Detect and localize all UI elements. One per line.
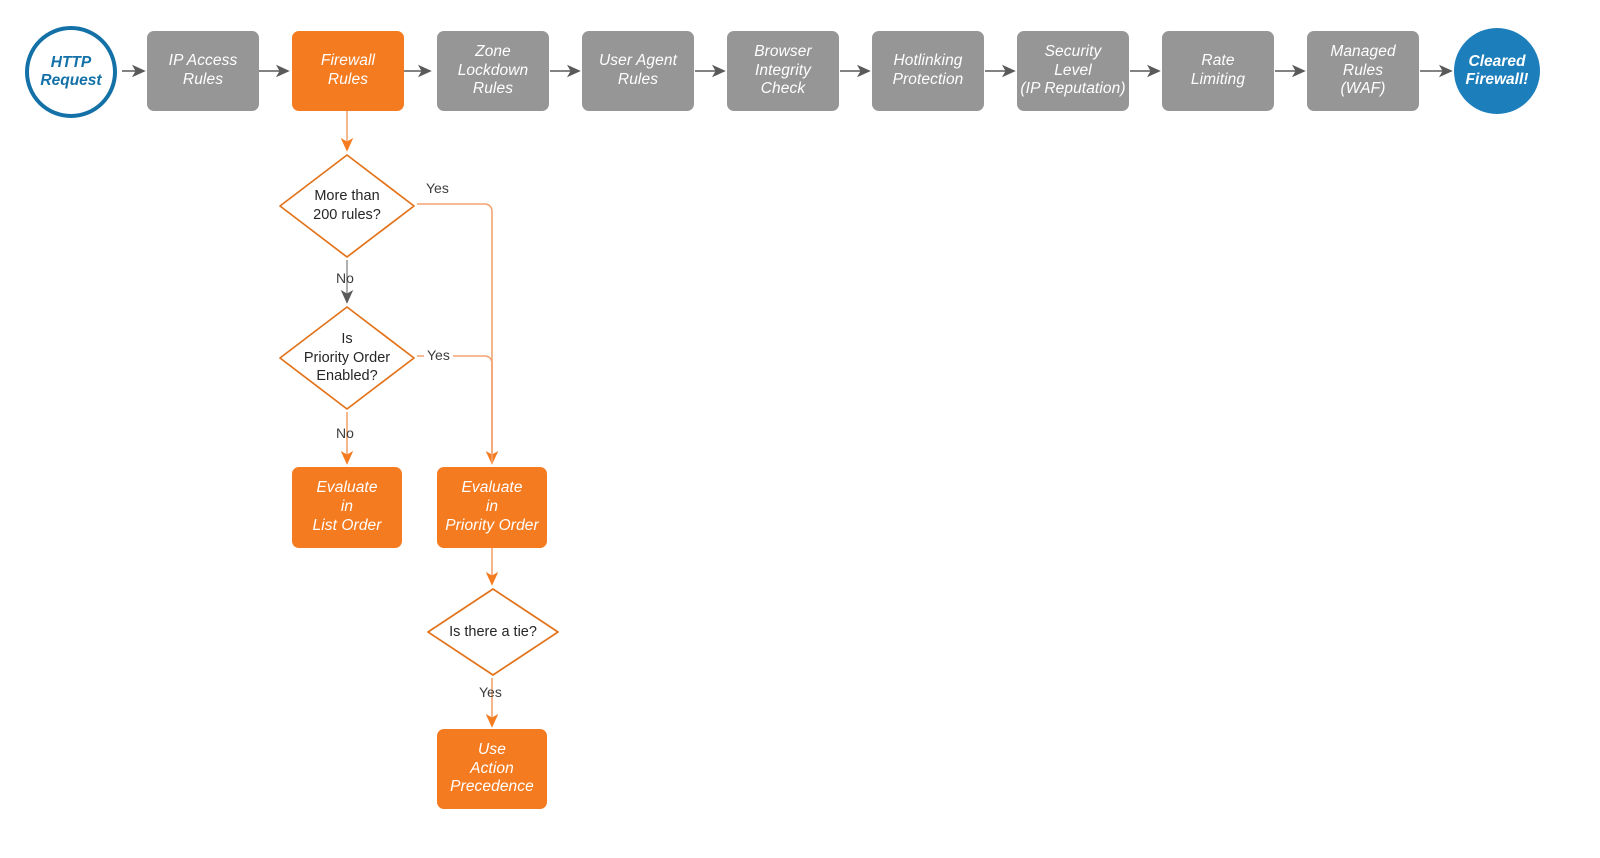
decision-is-there-a-tie[interactable]: Is there a tie?: [425, 586, 561, 678]
node-user-agent-rules-label: User Agent Rules: [599, 52, 677, 88]
node-managed-rules-waf-label: Managed Rules (WAF): [1330, 42, 1396, 98]
edge-decision1-yes-to-priorityorder: [417, 203, 499, 465]
node-http-request-label: HTTP Request: [40, 53, 102, 89]
node-cleared-firewall[interactable]: Cleared Firewall!: [1454, 28, 1540, 114]
decision-more-than-200-rules[interactable]: More than 200 rules?: [277, 152, 417, 260]
decision-more-than-200-rules-label: More than 200 rules?: [313, 188, 381, 223]
edge-label-priority-no: No: [336, 425, 354, 441]
node-firewall-rules-label: Firewall Rules: [320, 52, 376, 88]
node-security-level-label: Security Level (IP Reputation): [1020, 42, 1126, 98]
decision-is-priority-order-enabled[interactable]: Is Priority Order Enabled?: [277, 304, 417, 412]
decision-is-there-a-tie-label: Is there a tie?: [449, 623, 537, 640]
node-cleared-firewall-label: Cleared Firewall!: [1465, 52, 1529, 88]
node-use-action-precedence-label: Use Action Precedence: [450, 740, 534, 796]
edge-label-priority-yes: Yes: [424, 347, 453, 363]
node-firewall-rules[interactable]: Firewall Rules: [292, 31, 404, 111]
node-rate-limiting-label: Rate Limiting: [1190, 52, 1246, 88]
diamond-shape: [279, 154, 415, 258]
edge-label-more-rules-no: No: [336, 270, 354, 286]
node-hotlinking-protection-label: Hotlinking Protection: [892, 52, 964, 88]
edge-label-tie-yes: Yes: [479, 684, 502, 700]
node-evaluate-in-priority-order-label: Evaluate in Priority Order: [445, 479, 539, 534]
diamond-shape: [279, 306, 415, 410]
node-http-request[interactable]: HTTP Request: [25, 26, 117, 118]
node-zone-lockdown-rules[interactable]: Zone Lockdown Rules: [437, 31, 549, 111]
node-evaluate-in-list-order-label: Evaluate in List Order: [312, 479, 382, 534]
node-user-agent-rules[interactable]: User Agent Rules: [582, 31, 694, 111]
decision-is-priority-order-enabled-label: Is Priority Order Enabled?: [303, 331, 391, 385]
node-use-action-precedence[interactable]: Use Action Precedence: [437, 729, 547, 809]
node-rate-limiting[interactable]: Rate Limiting: [1162, 31, 1274, 111]
node-browser-integrity-check-label: Browser Integrity Check: [754, 42, 812, 98]
node-ip-access-rules-label: IP Access Rules: [168, 52, 238, 88]
node-evaluate-in-priority-order[interactable]: Evaluate in Priority Order: [437, 467, 547, 548]
node-security-level[interactable]: Security Level (IP Reputation): [1017, 31, 1129, 111]
diamond-shape: [427, 588, 559, 676]
node-zone-lockdown-rules-label: Zone Lockdown Rules: [457, 42, 529, 98]
node-evaluate-in-list-order[interactable]: Evaluate in List Order: [292, 467, 402, 548]
node-managed-rules-waf[interactable]: Managed Rules (WAF): [1307, 31, 1419, 111]
node-hotlinking-protection[interactable]: Hotlinking Protection: [872, 31, 984, 111]
edge-decision2-yes-to-priorityorder: [417, 355, 493, 463]
node-ip-access-rules[interactable]: IP Access Rules: [147, 31, 259, 111]
node-browser-integrity-check[interactable]: Browser Integrity Check: [727, 31, 839, 111]
edge-label-more-rules-yes: Yes: [426, 180, 449, 196]
